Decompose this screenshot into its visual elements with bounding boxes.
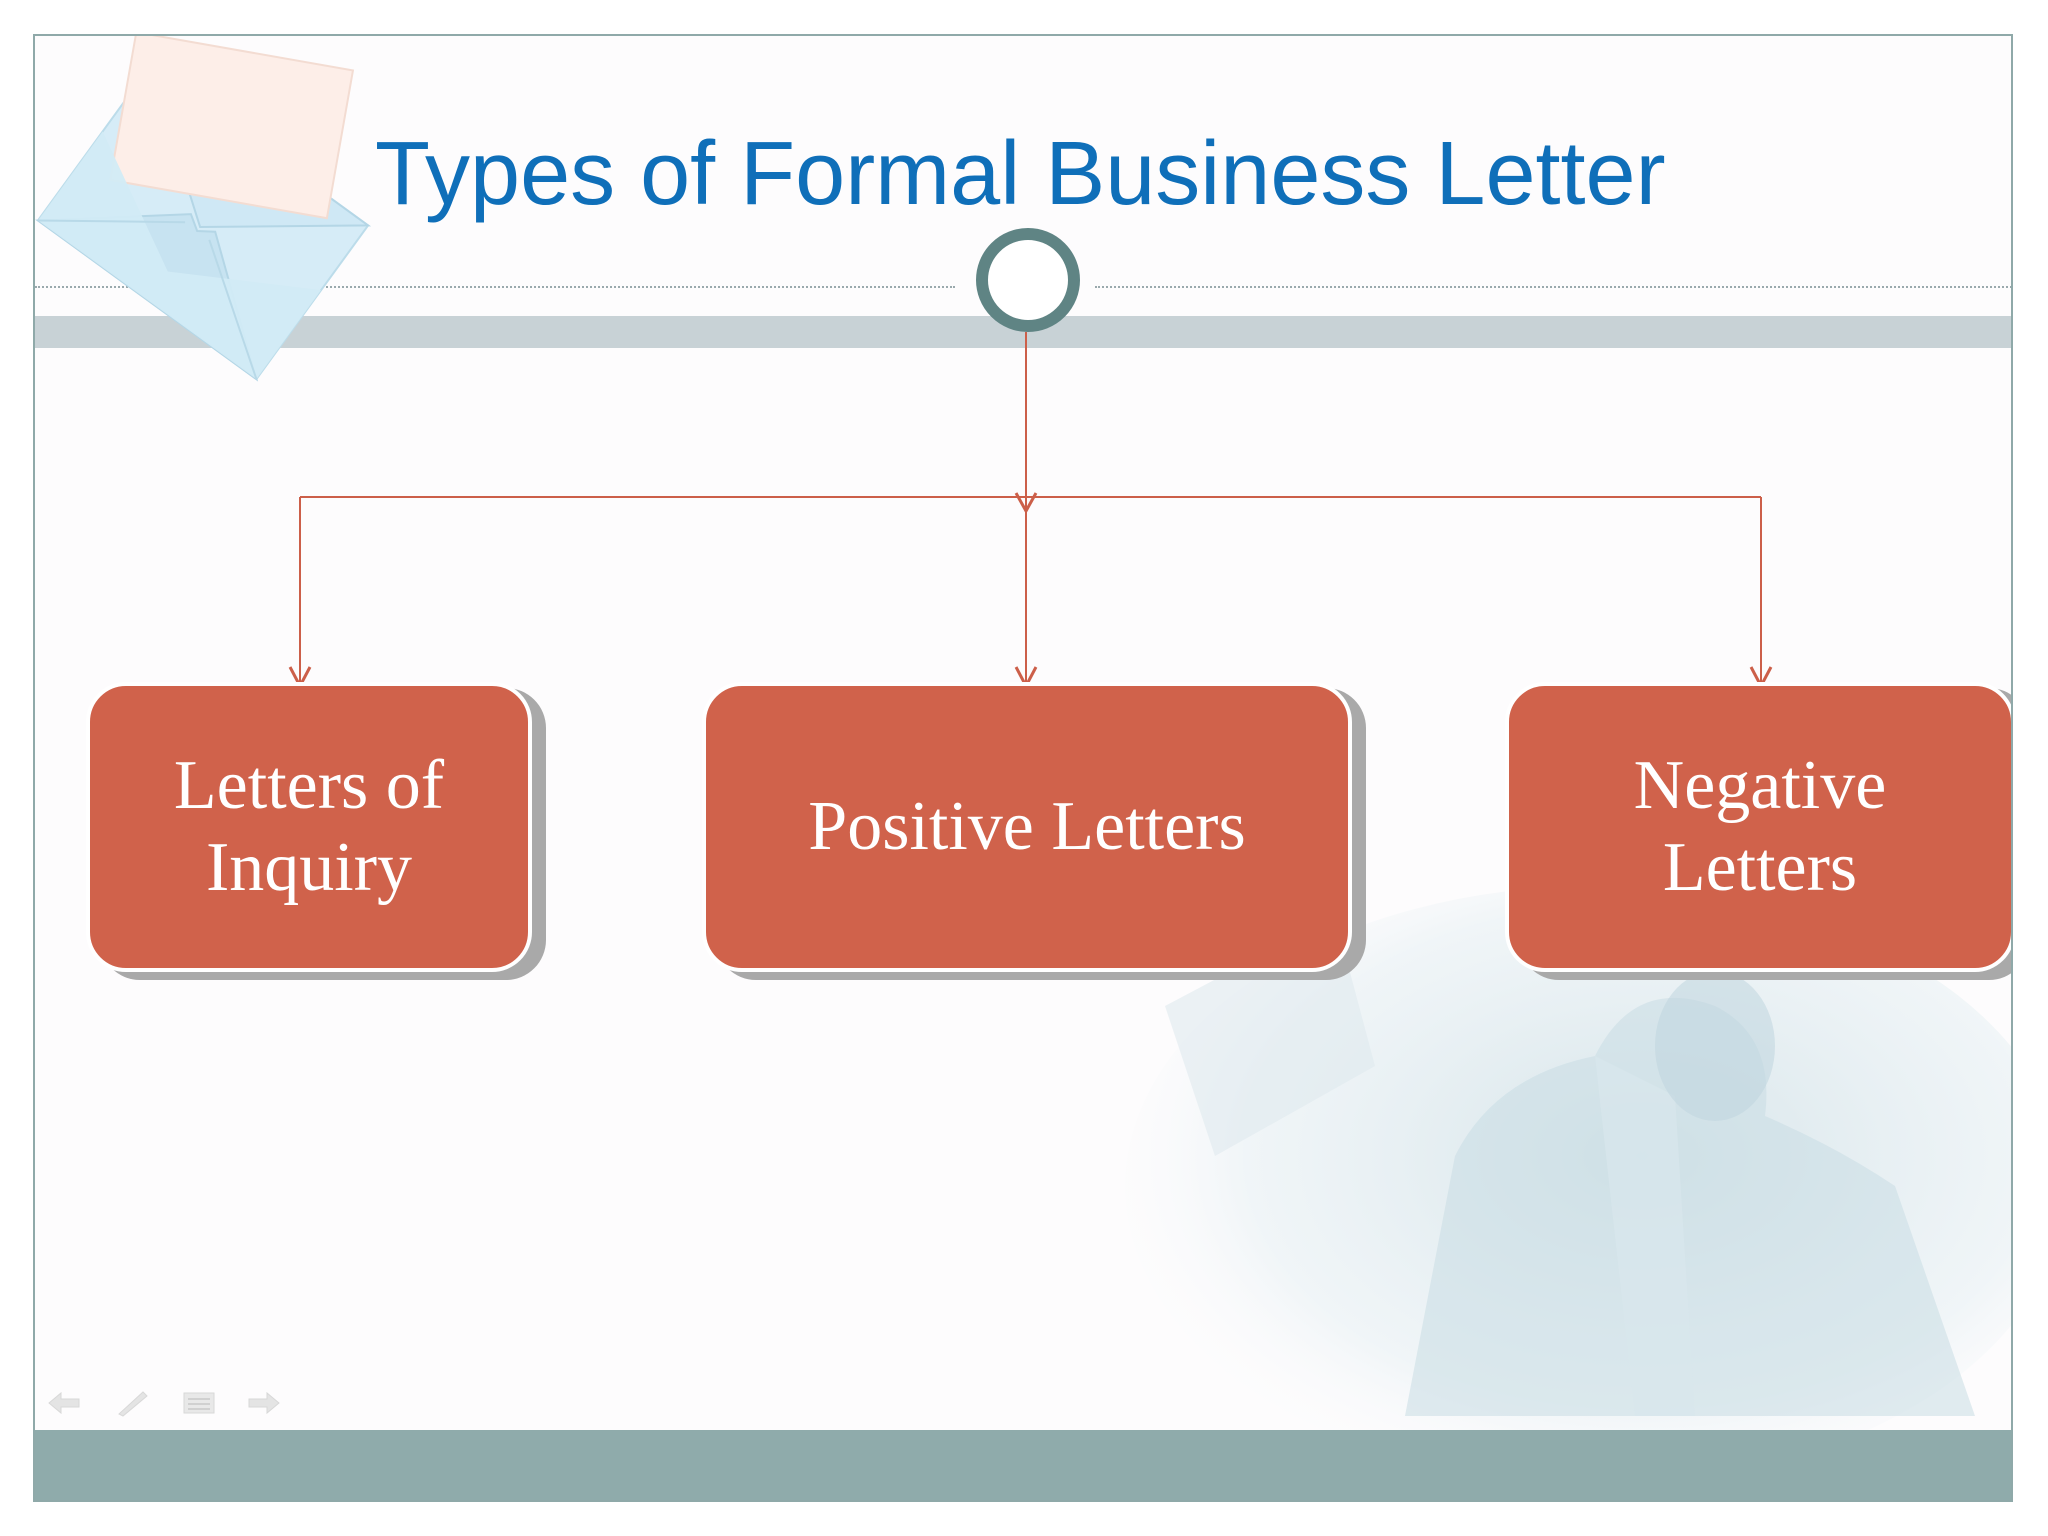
node-label-positive: Positive Letters — [808, 788, 1246, 865]
back-arrow-icon[interactable] — [45, 1388, 85, 1418]
header-divider-right — [1095, 286, 2011, 288]
footer-band — [35, 1430, 2011, 1500]
forward-arrow-icon[interactable] — [243, 1388, 283, 1418]
slide-title: Types of Formal Business Letter — [375, 124, 1666, 224]
node-positive-letters: Positive Letters — [702, 682, 1352, 972]
node-label-inquiry: Letters of Inquiry — [173, 747, 445, 906]
envelope-icon — [35, 36, 372, 382]
node-label-negative: Negative Letters — [1633, 747, 1887, 906]
header-divider-left — [35, 286, 955, 288]
node-negative-letters: Negative Letters — [1505, 682, 2011, 972]
slide: Types of Formal Business Letter Letters … — [33, 34, 2013, 1502]
pen-icon[interactable] — [113, 1388, 153, 1418]
watermark-figure — [1125, 886, 2011, 1476]
node-letters-of-inquiry: Letters of Inquiry — [86, 682, 532, 972]
diagram-connectors — [288, 332, 1773, 690]
menu-icon[interactable] — [179, 1388, 219, 1418]
